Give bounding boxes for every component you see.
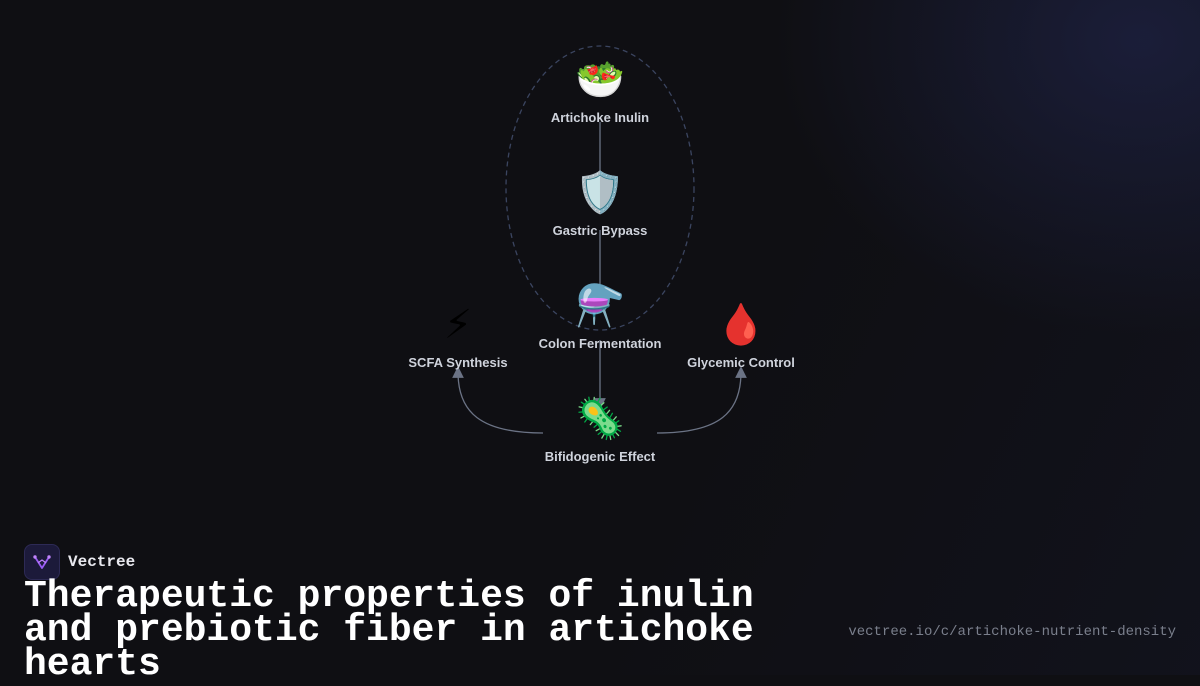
edge-bifido-glycemic <box>656 366 747 434</box>
node-label-artichoke-inulin: Artichoke Inulin <box>550 110 650 125</box>
brand[interactable]: Vectree <box>24 544 135 580</box>
vectree-logo-icon <box>24 544 60 580</box>
brand-name: Vectree <box>68 553 136 571</box>
page-title: Therapeutic properties of inulin and pre… <box>24 575 754 686</box>
node-label-gastric-bypass: Gastric Bypass <box>552 223 648 238</box>
node-label-bifidogenic-effect: Bifidogenic Effect <box>544 449 656 464</box>
microbe-icon: 🦠 <box>575 396 625 442</box>
node-label-scfa-synthesis: SCFA Synthesis <box>408 355 508 370</box>
flask-icon: ⚗️ <box>575 283 625 329</box>
node-label-colon-fermentation: Colon Fermentation <box>538 336 662 351</box>
source-url[interactable]: vectree.io/c/artichoke-nutrient-density <box>848 624 1176 640</box>
group-outline <box>505 45 695 331</box>
edge-bifido-scfa <box>452 366 544 434</box>
blood-drop-icon: 🩸 <box>716 302 766 348</box>
lightning-icon: ⚡ <box>443 302 473 348</box>
node-label-glycemic-control: Glycemic Control <box>687 355 795 370</box>
shield-icon: 🛡️ <box>575 170 625 216</box>
salad-bowl-icon: 🥗 <box>575 57 625 103</box>
